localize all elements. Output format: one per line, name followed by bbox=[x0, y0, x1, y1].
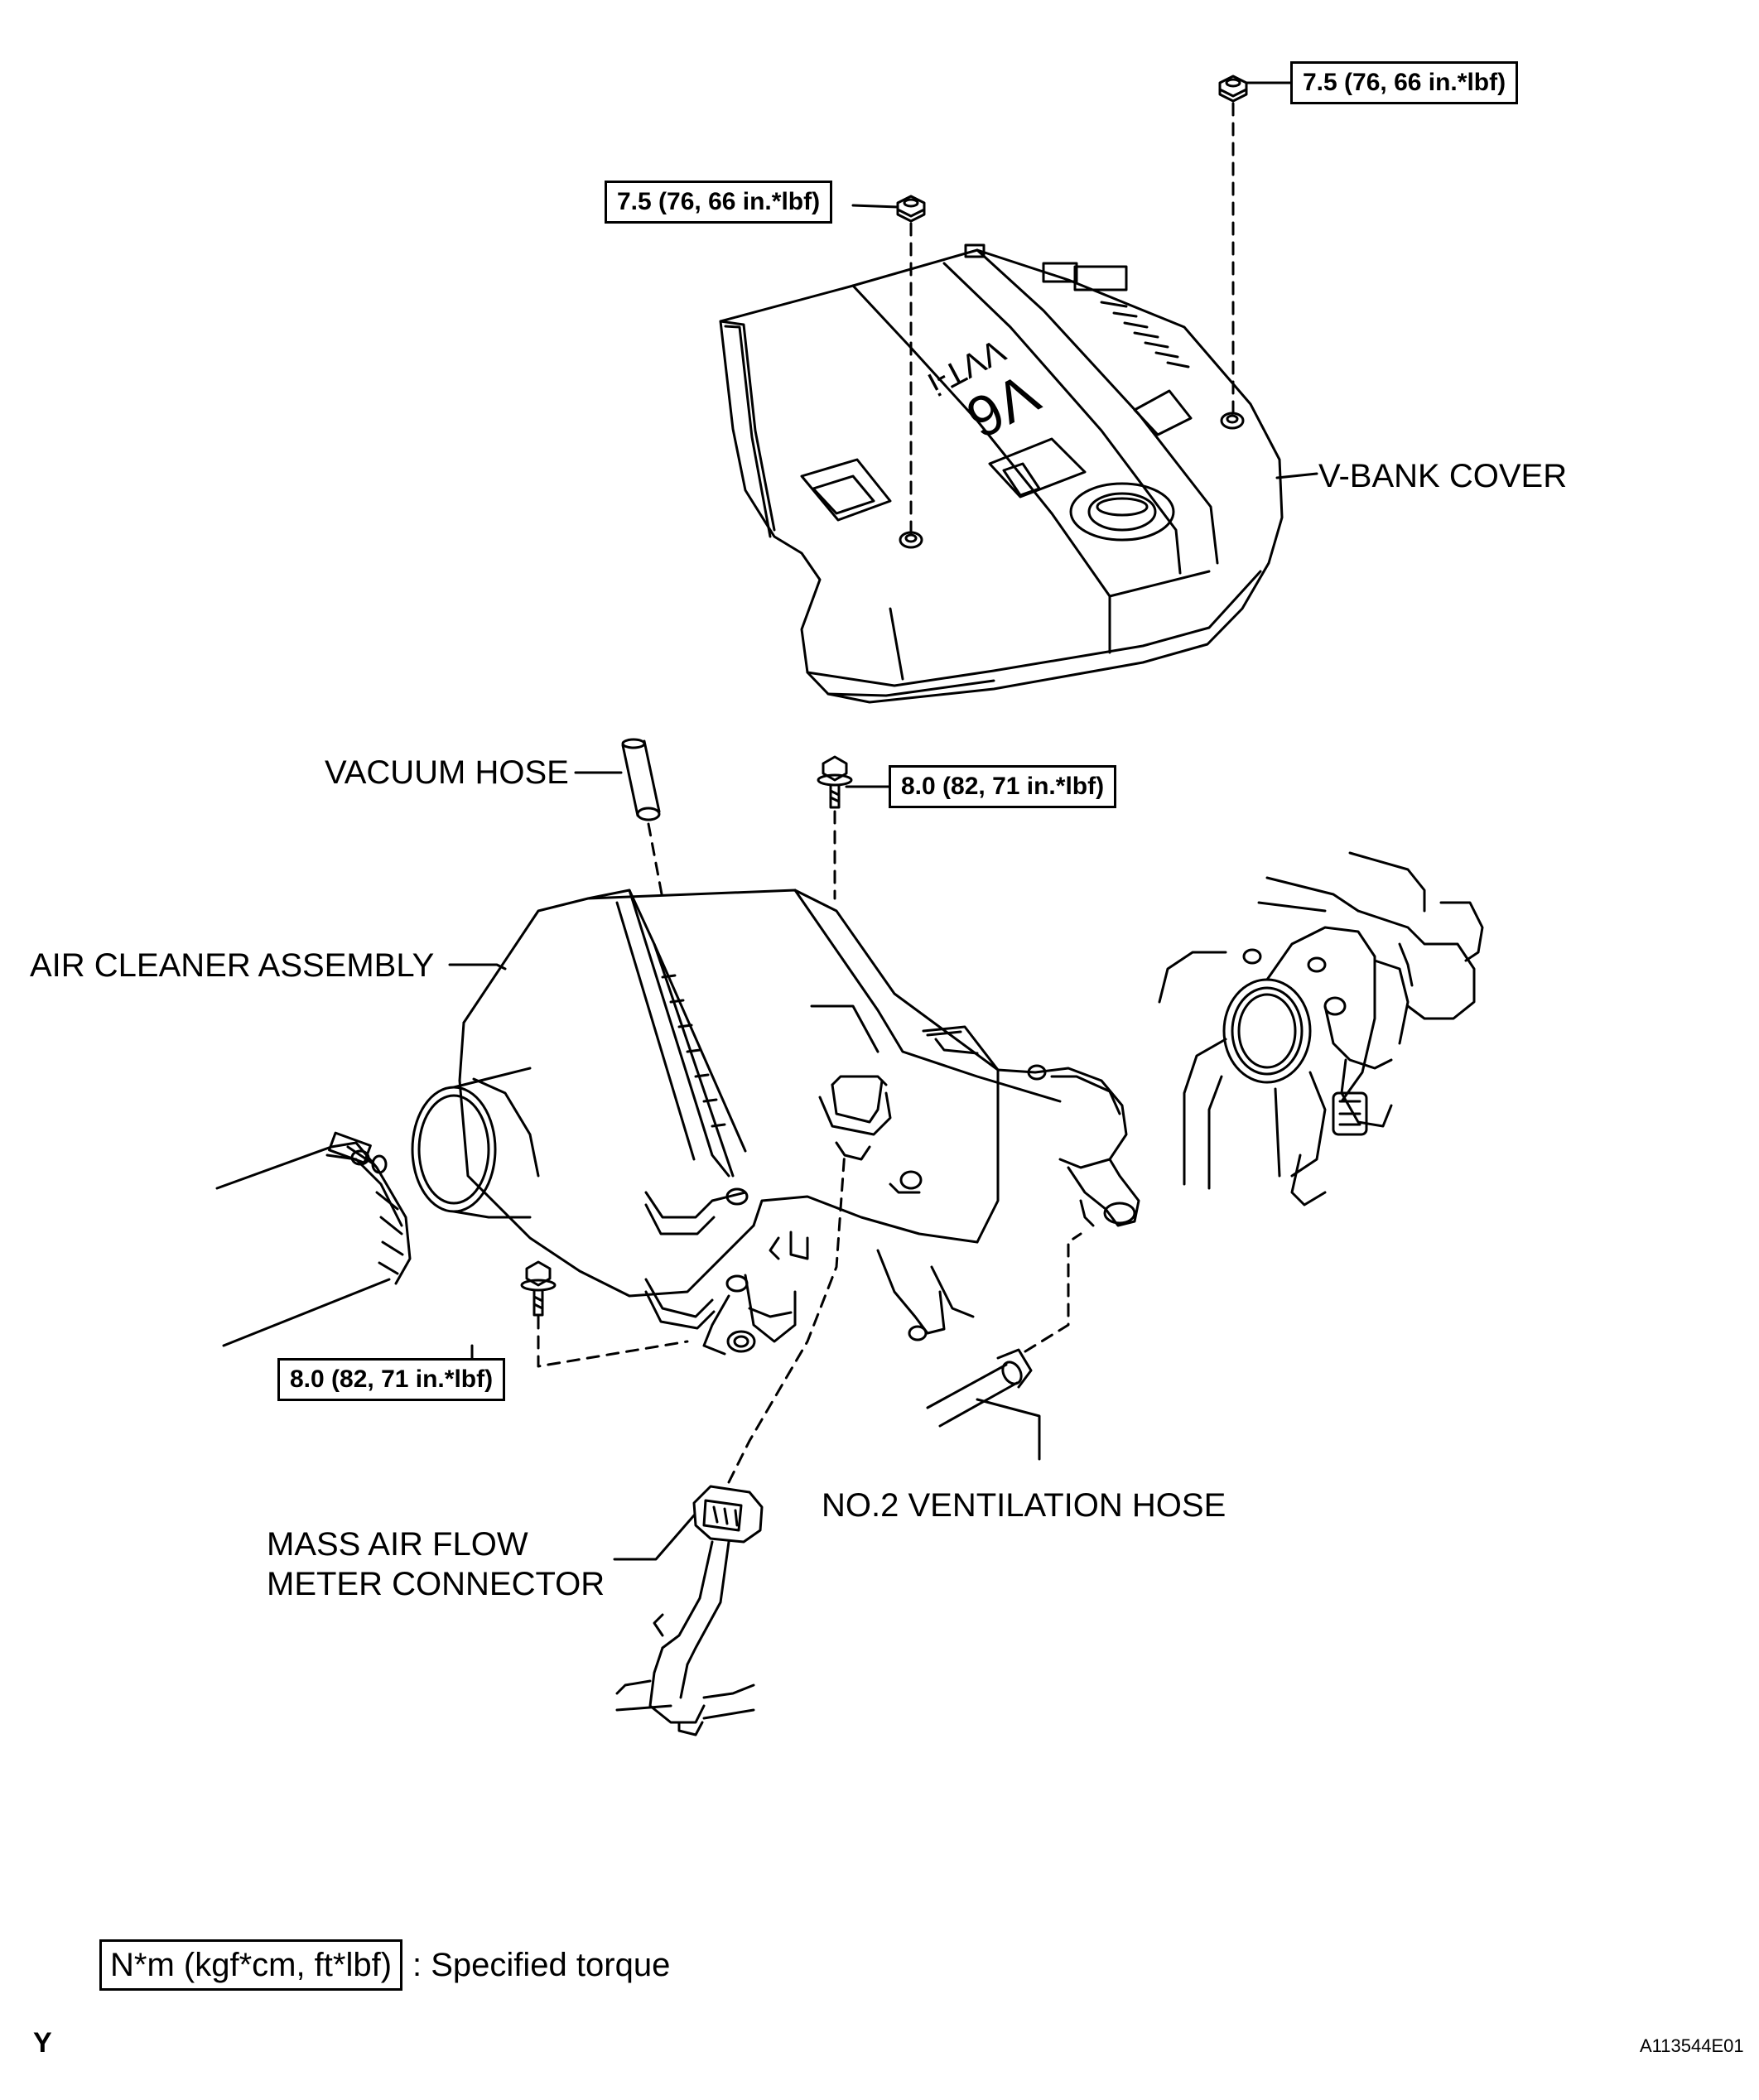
vacuum-hose-leader bbox=[647, 822, 664, 900]
air-cleaner-drawing bbox=[411, 889, 1140, 1356]
maf-connector-leader bbox=[727, 1149, 846, 1484]
legend-description: : Specified torque bbox=[412, 1947, 671, 1983]
v-bank-cover-drawing bbox=[719, 243, 1284, 704]
callout-vacuum-hose: VACUUM HOSE bbox=[325, 754, 569, 791]
left-bolt-leader bbox=[537, 1315, 689, 1368]
torque-cover-nut-right: 7.5 (76, 66 in.*lbf) bbox=[1290, 61, 1519, 104]
cleaner-bolt-top bbox=[817, 755, 853, 809]
callout-v-bank-cover: V-BANK COVER bbox=[1318, 458, 1568, 494]
ventilation-hose-drawing bbox=[926, 1348, 1033, 1428]
torque-cleaner-bolt-top: 8.0 (82, 71 in.*lbf) bbox=[889, 765, 1117, 808]
callout-lines bbox=[448, 81, 1318, 1561]
throttle-body-drawing bbox=[1158, 851, 1484, 1207]
intake-hose-drawing bbox=[215, 1131, 412, 1347]
callout-no2-ventilation-hose: NO.2 VENTILATION HOSE bbox=[822, 1487, 1226, 1524]
callout-maf-line1: MASS AIR FLOW bbox=[267, 1526, 528, 1563]
cover-nut-right bbox=[1218, 75, 1248, 103]
corner-letter: Y bbox=[33, 2027, 52, 2059]
cleaner-bolt-left bbox=[520, 1260, 557, 1317]
torque-cleaner-bolt-left: 8.0 (82, 71 in.*lbf) bbox=[277, 1358, 506, 1401]
torque-cover-nut-left: 7.5 (76, 66 in.*lbf) bbox=[605, 181, 833, 224]
ventilation-hose-leader bbox=[1024, 1232, 1082, 1353]
figure-id: A113544E01 bbox=[1640, 2035, 1744, 2056]
legend-unit-box: N*m (kgf*cm, ft*lbf) bbox=[99, 1939, 403, 1991]
maf-connector-drawing bbox=[615, 1485, 764, 1736]
cover-nut-left bbox=[896, 195, 926, 223]
callout-maf-line2: METER CONNECTOR bbox=[267, 1566, 605, 1602]
callout-air-cleaner-assembly: AIR CLEANER ASSEMBLY bbox=[30, 947, 435, 984]
nut-leader-lines bbox=[909, 102, 1235, 536]
vacuum-hose-drawing bbox=[621, 738, 661, 821]
